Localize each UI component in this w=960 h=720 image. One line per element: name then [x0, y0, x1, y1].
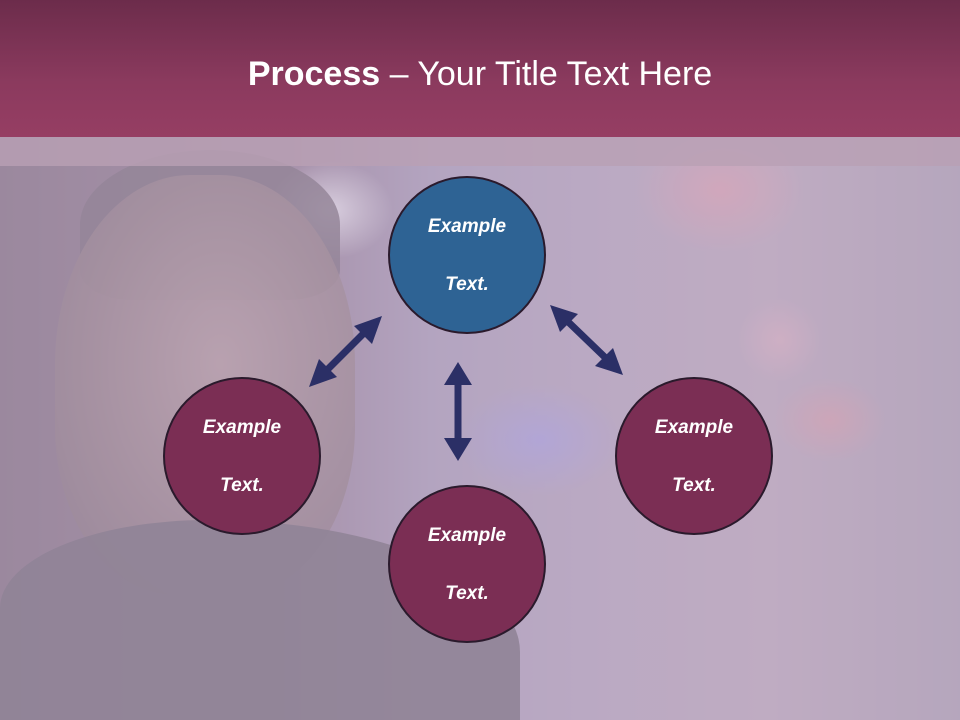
node-left-line1: Example: [202, 416, 282, 438]
title-underband: [0, 137, 960, 166]
title-bar: [0, 0, 960, 137]
arrow-vertical-head-b: [444, 438, 472, 461]
node-top-line1: Example: [427, 215, 507, 237]
arrow-top-right-head-b: [595, 348, 623, 375]
title-rest: – Your Title Text Here: [380, 55, 713, 93]
node-right-line1: Example: [654, 416, 734, 438]
title-bold: Process: [247, 55, 381, 93]
node-bottom-line2: Text.: [445, 582, 489, 604]
arrow-top-left-head-a: [354, 316, 382, 344]
arrow-vertical-head-a: [444, 362, 472, 385]
arrow-top-right-head-a: [550, 305, 578, 332]
slide-title: Process – Your Title Text Here: [0, 52, 960, 96]
node-left-line2: Text.: [220, 474, 264, 496]
node-bottom-line1: Example: [427, 524, 507, 546]
arrow-top-left-head-b: [309, 359, 337, 387]
node-right-line2: Text.: [672, 474, 716, 496]
node-top-line2: Text.: [445, 273, 489, 295]
